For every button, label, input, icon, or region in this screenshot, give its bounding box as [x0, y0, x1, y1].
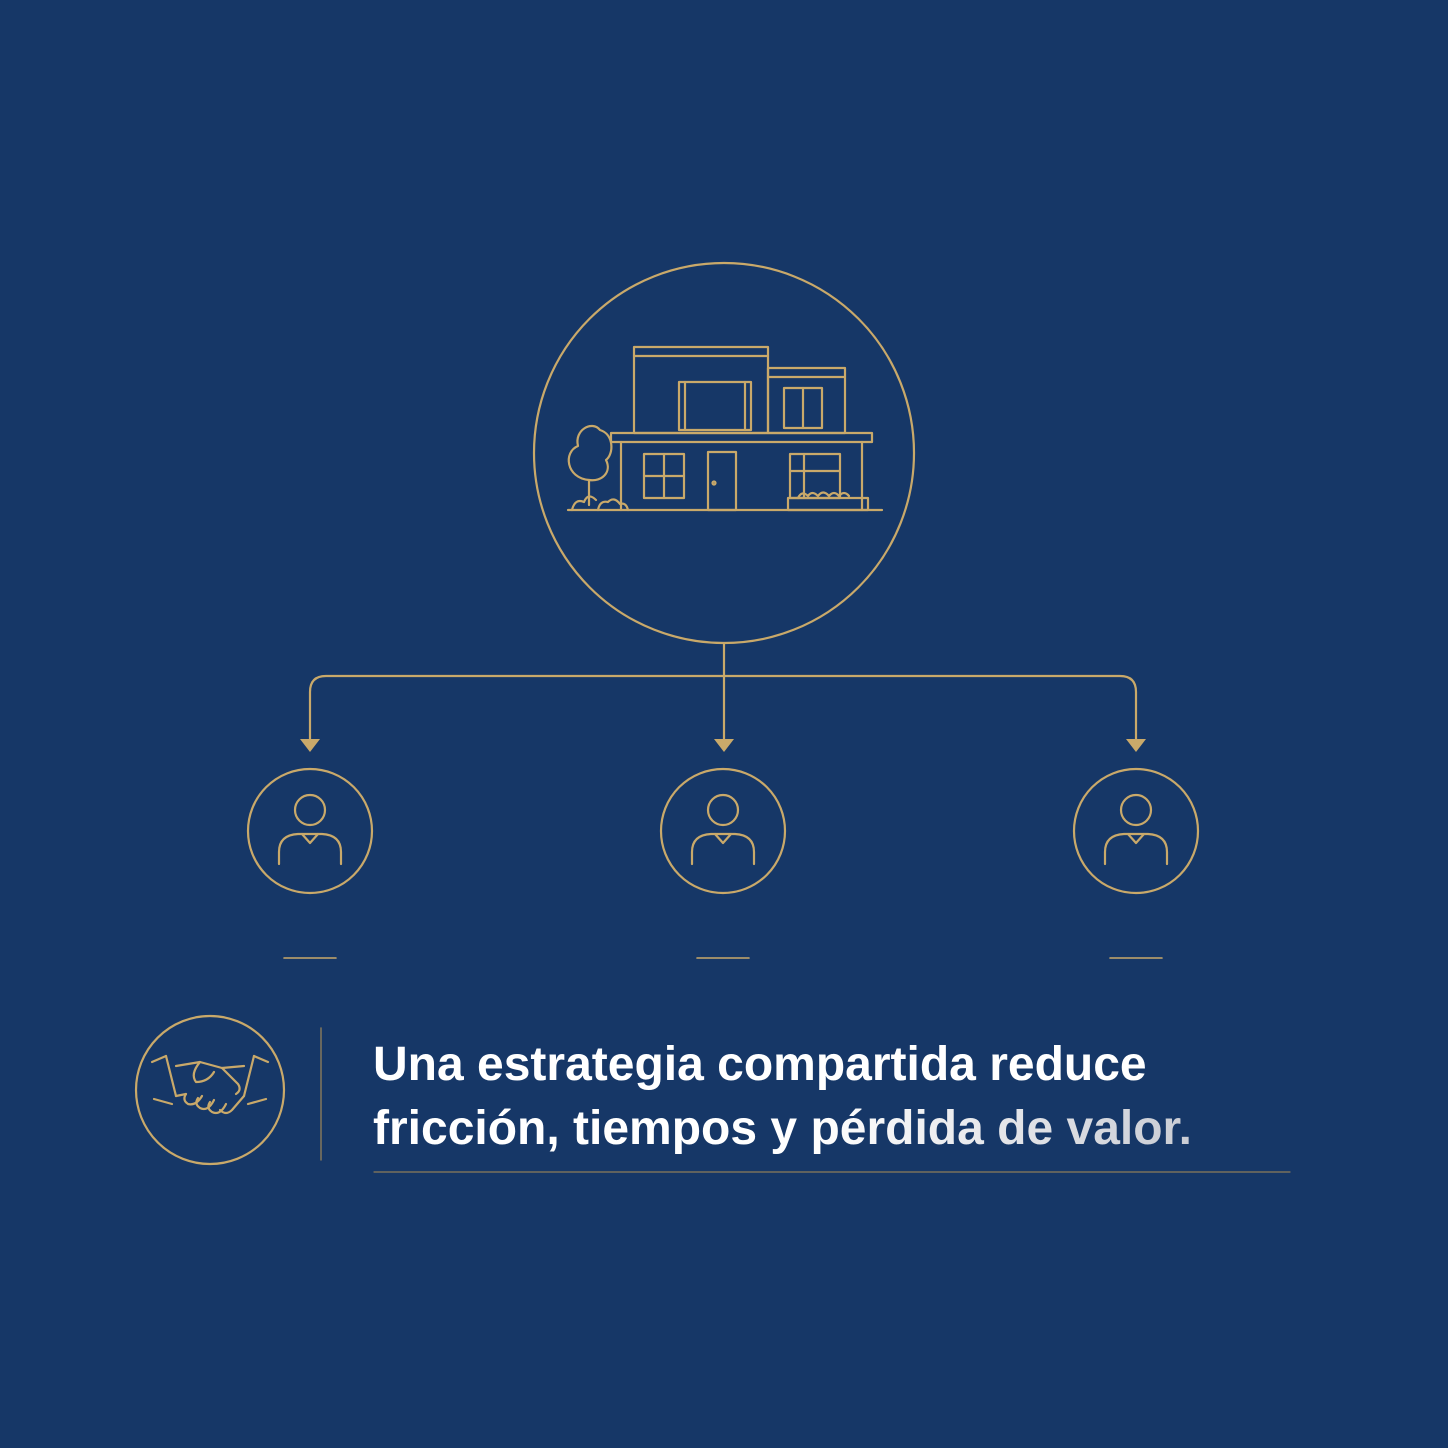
caption-line-1: Una estrategia compartida reduce — [373, 1038, 1147, 1091]
arrow-center — [714, 739, 734, 752]
person-icon — [1103, 793, 1169, 866]
arrow-left — [300, 739, 320, 752]
caption-line-2-plain: fricción, tiempos y — [373, 1102, 811, 1155]
stakeholder-left — [246, 767, 374, 895]
person-icon — [277, 793, 343, 866]
caption-line-2: fricción, tiempos y pérdida de valor. — [373, 1097, 1313, 1161]
caption-line-2-highlight: pérdida de valor. — [810, 1102, 1192, 1155]
handshake-icon — [150, 1054, 270, 1115]
caption-text: Una estrategia compartida reduce fricció… — [373, 1033, 1313, 1161]
person-icon — [690, 793, 756, 866]
stakeholder-center — [659, 767, 787, 895]
stakeholder-right — [1072, 767, 1200, 895]
connectors — [308, 641, 1138, 747]
handshake-circle — [134, 1014, 286, 1166]
arrow-right — [1126, 739, 1146, 752]
house-icon — [566, 345, 884, 512]
